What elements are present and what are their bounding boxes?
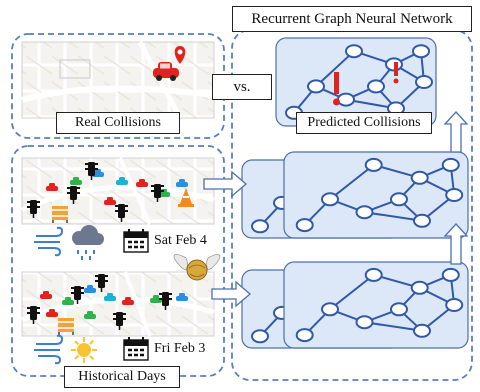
car-icon — [176, 179, 188, 187]
graph-node — [345, 44, 363, 59]
graph-node — [364, 267, 383, 282]
fri-traffic-lights — [27, 274, 172, 330]
traffic-light-icon — [27, 200, 40, 218]
location-pin-icon — [174, 46, 186, 64]
predicted-graph — [275, 37, 437, 127]
graph-node — [295, 328, 314, 343]
traffic-light-icon — [159, 292, 172, 310]
traffic-light-icon — [151, 184, 164, 202]
car-icon — [104, 197, 116, 205]
traffic-light-icon — [115, 204, 128, 222]
vs-label: vs. — [212, 74, 272, 100]
calendar-icon — [123, 229, 149, 253]
construction-barrier-icon — [58, 318, 74, 335]
winged-ball-icon — [173, 254, 221, 281]
graph-node — [355, 315, 374, 330]
real-collisions-label: Real Collisions — [56, 112, 180, 134]
graph-node — [415, 75, 433, 89]
traffic-light-icon — [95, 274, 108, 292]
car-icon — [70, 177, 82, 185]
rain-cloud-icon — [72, 225, 104, 260]
graph-node — [355, 205, 374, 220]
graph-node — [390, 192, 408, 207]
wind-icon — [34, 226, 64, 257]
car-crash-icon — [153, 62, 179, 81]
graph-node — [367, 79, 385, 94]
car-icon — [84, 285, 96, 293]
arrow-up-recurrent — [443, 223, 469, 265]
historical-days-label: Historical Days — [64, 366, 180, 388]
traffic-light-icon — [27, 306, 40, 324]
car-icon — [116, 177, 128, 185]
exclamation-mark-icon — [393, 62, 399, 84]
traffic-light-icon — [85, 162, 98, 180]
predicted-collisions-label: Predicted Collisions — [296, 112, 432, 134]
car-icon — [40, 291, 52, 299]
graph-node — [321, 302, 339, 317]
car-icon — [62, 297, 74, 305]
graph-node — [441, 157, 460, 172]
historical-days-group — [11, 145, 225, 377]
day-fri-map — [21, 271, 215, 337]
fri-traffic-cars — [40, 285, 188, 319]
car-icon — [104, 293, 116, 301]
graph-edge — [364, 211, 423, 222]
graph-edge — [315, 50, 355, 88]
traffic-light-icon — [67, 186, 80, 204]
graph-node — [295, 218, 314, 233]
arrow-up-to-prediction — [443, 111, 469, 153]
sun-icon — [71, 337, 97, 363]
graph-panels — [241, 37, 469, 349]
graph-node — [413, 323, 431, 338]
graph-node — [410, 280, 429, 295]
construction-barrier-icon — [52, 206, 68, 223]
sat-traffic-lights — [27, 162, 164, 222]
graph-edge — [364, 321, 423, 332]
graph-edge — [329, 274, 375, 311]
day-fri-date: Fri Feb 3 — [154, 341, 206, 356]
graph-node — [445, 188, 464, 202]
graph-node — [390, 302, 408, 317]
graph-node — [251, 219, 269, 234]
sat-traffic-cars — [46, 169, 188, 205]
graph-node — [321, 192, 339, 207]
traffic-light-icon — [71, 286, 84, 304]
calendar-icon — [123, 337, 149, 361]
exclamation-mark-icon — [333, 72, 340, 106]
graph-node — [413, 213, 431, 228]
graph-node — [364, 157, 383, 172]
graph-node — [412, 44, 430, 59]
graph-fri-front — [283, 261, 469, 349]
car-icon — [136, 179, 148, 187]
traffic-cone-icon — [178, 188, 194, 207]
real-collision-map — [21, 40, 215, 120]
car-icon — [176, 293, 188, 301]
day-sat-date: Sat Feb 4 — [154, 233, 207, 248]
graph-node — [441, 267, 460, 282]
rgnn-title: Recurrent Graph Neural Network — [232, 6, 472, 32]
traffic-light-icon — [113, 312, 126, 330]
car-icon — [122, 297, 134, 305]
graph-node — [251, 329, 269, 344]
graph-node — [445, 298, 464, 312]
car-icon — [46, 309, 58, 317]
graph-edge — [329, 164, 375, 201]
arrow-fri-to-graph — [211, 280, 251, 308]
graph-sat-front — [283, 151, 469, 239]
graph-node — [410, 170, 429, 185]
arrow-sat-to-graph — [203, 170, 247, 198]
car-icon — [46, 183, 58, 191]
wind-icon — [34, 334, 64, 365]
car-icon — [84, 311, 96, 319]
graph-node — [307, 79, 325, 94]
graph-node — [337, 92, 355, 107]
